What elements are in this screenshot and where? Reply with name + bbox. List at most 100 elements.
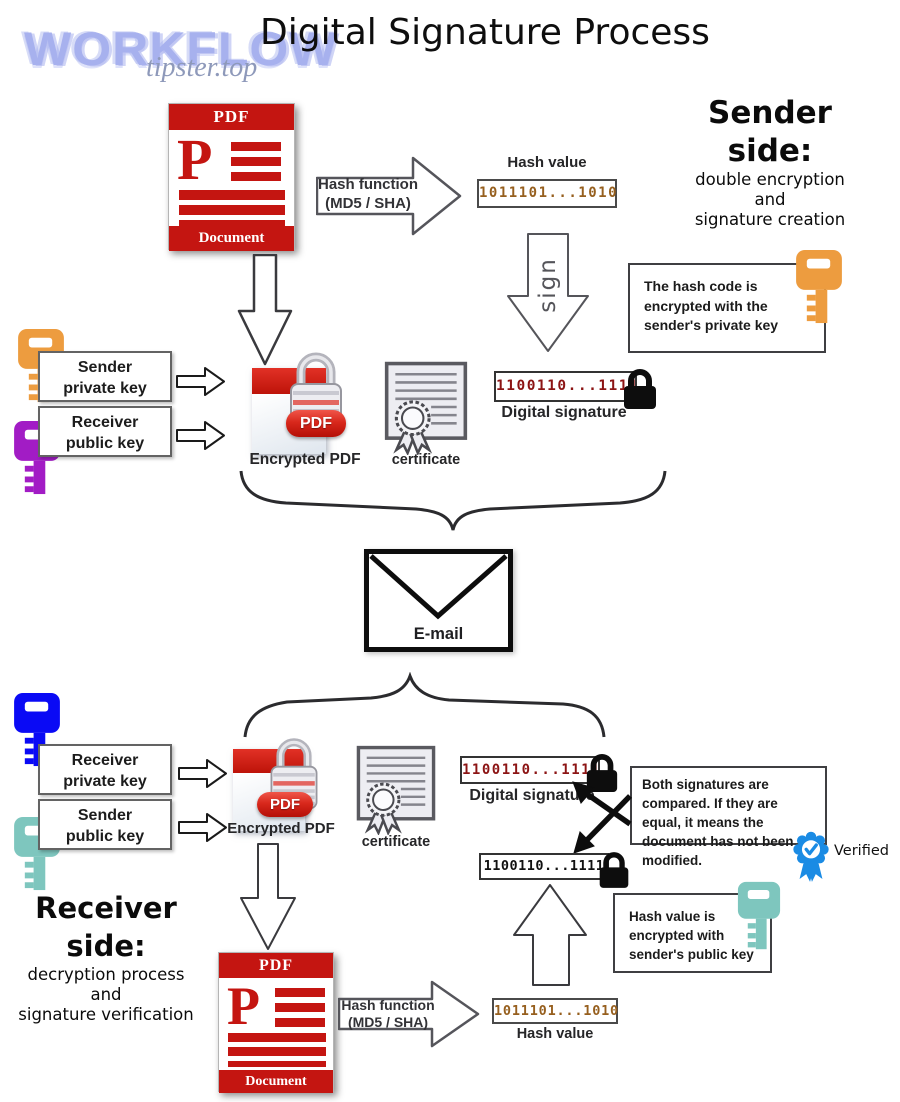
sender-side-heading: Sender side: double encryption and signa… — [645, 94, 895, 230]
sign-label: sign — [535, 257, 561, 313]
sender-subheading: and — [754, 190, 786, 209]
up-arrow — [512, 884, 588, 991]
digital-signature-box: 1100110...1111 — [494, 371, 638, 402]
sender-public-key-icon — [736, 881, 782, 956]
text-line — [231, 172, 281, 181]
hash-function-label: Hash function — [318, 176, 418, 193]
pdf-document-icon: PDF P Document — [218, 952, 334, 1093]
text-line — [275, 1018, 325, 1027]
right-block-arrow-icon — [337, 980, 480, 1048]
envelope-flap — [369, 554, 508, 620]
text-line — [275, 1003, 325, 1012]
down-block-arrow-icon — [240, 843, 296, 950]
encrypted-pdf-icon: PDF — [229, 735, 335, 835]
certificate-icon — [384, 361, 468, 460]
encrypted-pdf-label: Encrypted PDF — [249, 451, 361, 468]
pdf-badge: PDF — [257, 792, 313, 817]
digital-signature-label: Digital signature — [501, 404, 627, 421]
receiver-subheading: and — [90, 985, 122, 1004]
tipster-watermark: tipster.top — [146, 52, 258, 83]
pdf-doc-initial: P — [177, 127, 213, 192]
text-line — [228, 1033, 326, 1042]
hash-value-label: Hash value — [516, 1026, 594, 1042]
key-label-line: private key — [63, 380, 147, 397]
text-line — [228, 1047, 326, 1056]
receiver-subheading: signature verification — [18, 1005, 194, 1024]
pdf-doc-footer: Document — [219, 1070, 333, 1093]
key-apply-arrow — [176, 419, 226, 457]
receiver-subheading: decryption process — [27, 965, 185, 984]
workflow-watermark: WORKFLOW — [24, 22, 338, 76]
certificate-icon — [356, 745, 436, 840]
receiver-heading-line: side: — [66, 929, 146, 963]
key-label-line: public key — [65, 435, 145, 452]
hash-function-algos: (MD5 / SHA) — [325, 195, 411, 212]
receiver-side-heading: Receiver side: decryption process and si… — [0, 889, 212, 1025]
receiver-private-key-box: Receiver private key — [38, 744, 172, 795]
hash-value-box: 1011101...1010 — [477, 179, 617, 208]
pdf-badge: PDF — [286, 410, 346, 437]
computed-signature-box: 1100110...1111 — [479, 853, 609, 880]
digital-signature-box: 1100110...1111 — [460, 756, 600, 784]
certificate-label: certificate — [391, 452, 461, 468]
text-line — [179, 205, 285, 215]
pdf-document-icon: PDF P Document — [168, 103, 295, 251]
email-envelope-icon: E-mail — [364, 549, 513, 652]
key-apply-arrow — [178, 757, 228, 795]
email-label: E-mail — [413, 625, 464, 643]
spread-brace — [243, 672, 606, 738]
receiver-public-key-box: Receiver public key — [38, 406, 172, 457]
digital-signature-label: Digital signature — [469, 787, 595, 804]
down-block-arrow-icon — [507, 233, 589, 352]
up-block-arrow-icon — [513, 884, 587, 986]
padlock-icon — [586, 754, 618, 792]
padlock-icon — [599, 852, 629, 888]
encrypted-pdf-label: Encrypted PDF — [227, 820, 335, 837]
key-label-line: private key — [63, 773, 147, 790]
right-block-arrow-icon — [315, 156, 462, 236]
compare-note: Both signatures are compared. If they ar… — [630, 766, 827, 868]
pdf-doc-footer: Document — [169, 226, 294, 251]
private-key-note: The hash code is encrypted with the send… — [628, 263, 826, 353]
sign-arrow: sign — [506, 233, 590, 353]
sender-private-key-icon — [794, 249, 844, 325]
verified-label: Verified — [834, 843, 889, 859]
key-apply-arrow — [178, 811, 228, 849]
key-label-line: Receiver — [71, 414, 139, 431]
public-key-note: Hash value is encrypted with sender's pu… — [613, 893, 772, 973]
text-line — [228, 1061, 326, 1067]
hash-function-label: Hash function — [341, 997, 435, 1013]
text-line — [179, 190, 285, 200]
hash-function-algos: (MD5 / SHA) — [347, 1014, 429, 1030]
sender-public-key-box: Sender public key — [38, 799, 172, 850]
text-line — [231, 142, 281, 151]
text-line — [275, 988, 325, 997]
key-label-line: Receiver — [71, 752, 139, 769]
pdf-doc-initial: P — [227, 976, 260, 1036]
sender-subheading: double encryption — [695, 170, 845, 189]
hash-value-box: 1011101...1010 — [492, 998, 618, 1024]
gather-brace — [239, 470, 667, 531]
sender-heading-line: Sender — [708, 95, 832, 131]
hash-value-label: Hash value — [507, 154, 587, 171]
down-block-arrow-icon — [237, 253, 293, 366]
compare-arrows-icon — [572, 781, 632, 854]
key-label-line: public key — [65, 828, 145, 845]
down-arrow — [239, 843, 297, 956]
text-line — [179, 220, 285, 226]
certificate-label: certificate — [361, 834, 431, 850]
padlock-icon — [624, 369, 656, 409]
sender-heading-line: side: — [727, 133, 813, 169]
hash-function-arrow: Hash function (MD5 / SHA) — [337, 977, 480, 1051]
down-arrow — [237, 253, 293, 371]
sender-subheading: signature creation — [694, 210, 846, 229]
encrypted-pdf-icon: PDF — [248, 350, 360, 456]
verified-rosette-icon — [790, 831, 832, 888]
receiver-heading-line: Receiver — [35, 891, 177, 925]
page-title: Digital Signature Process — [260, 12, 710, 53]
key-label-line: Sender — [77, 807, 133, 824]
key-label-line: Sender — [77, 359, 133, 376]
hash-function-arrow: Hash function (MD5 / SHA) — [315, 151, 462, 241]
text-line — [231, 157, 281, 166]
